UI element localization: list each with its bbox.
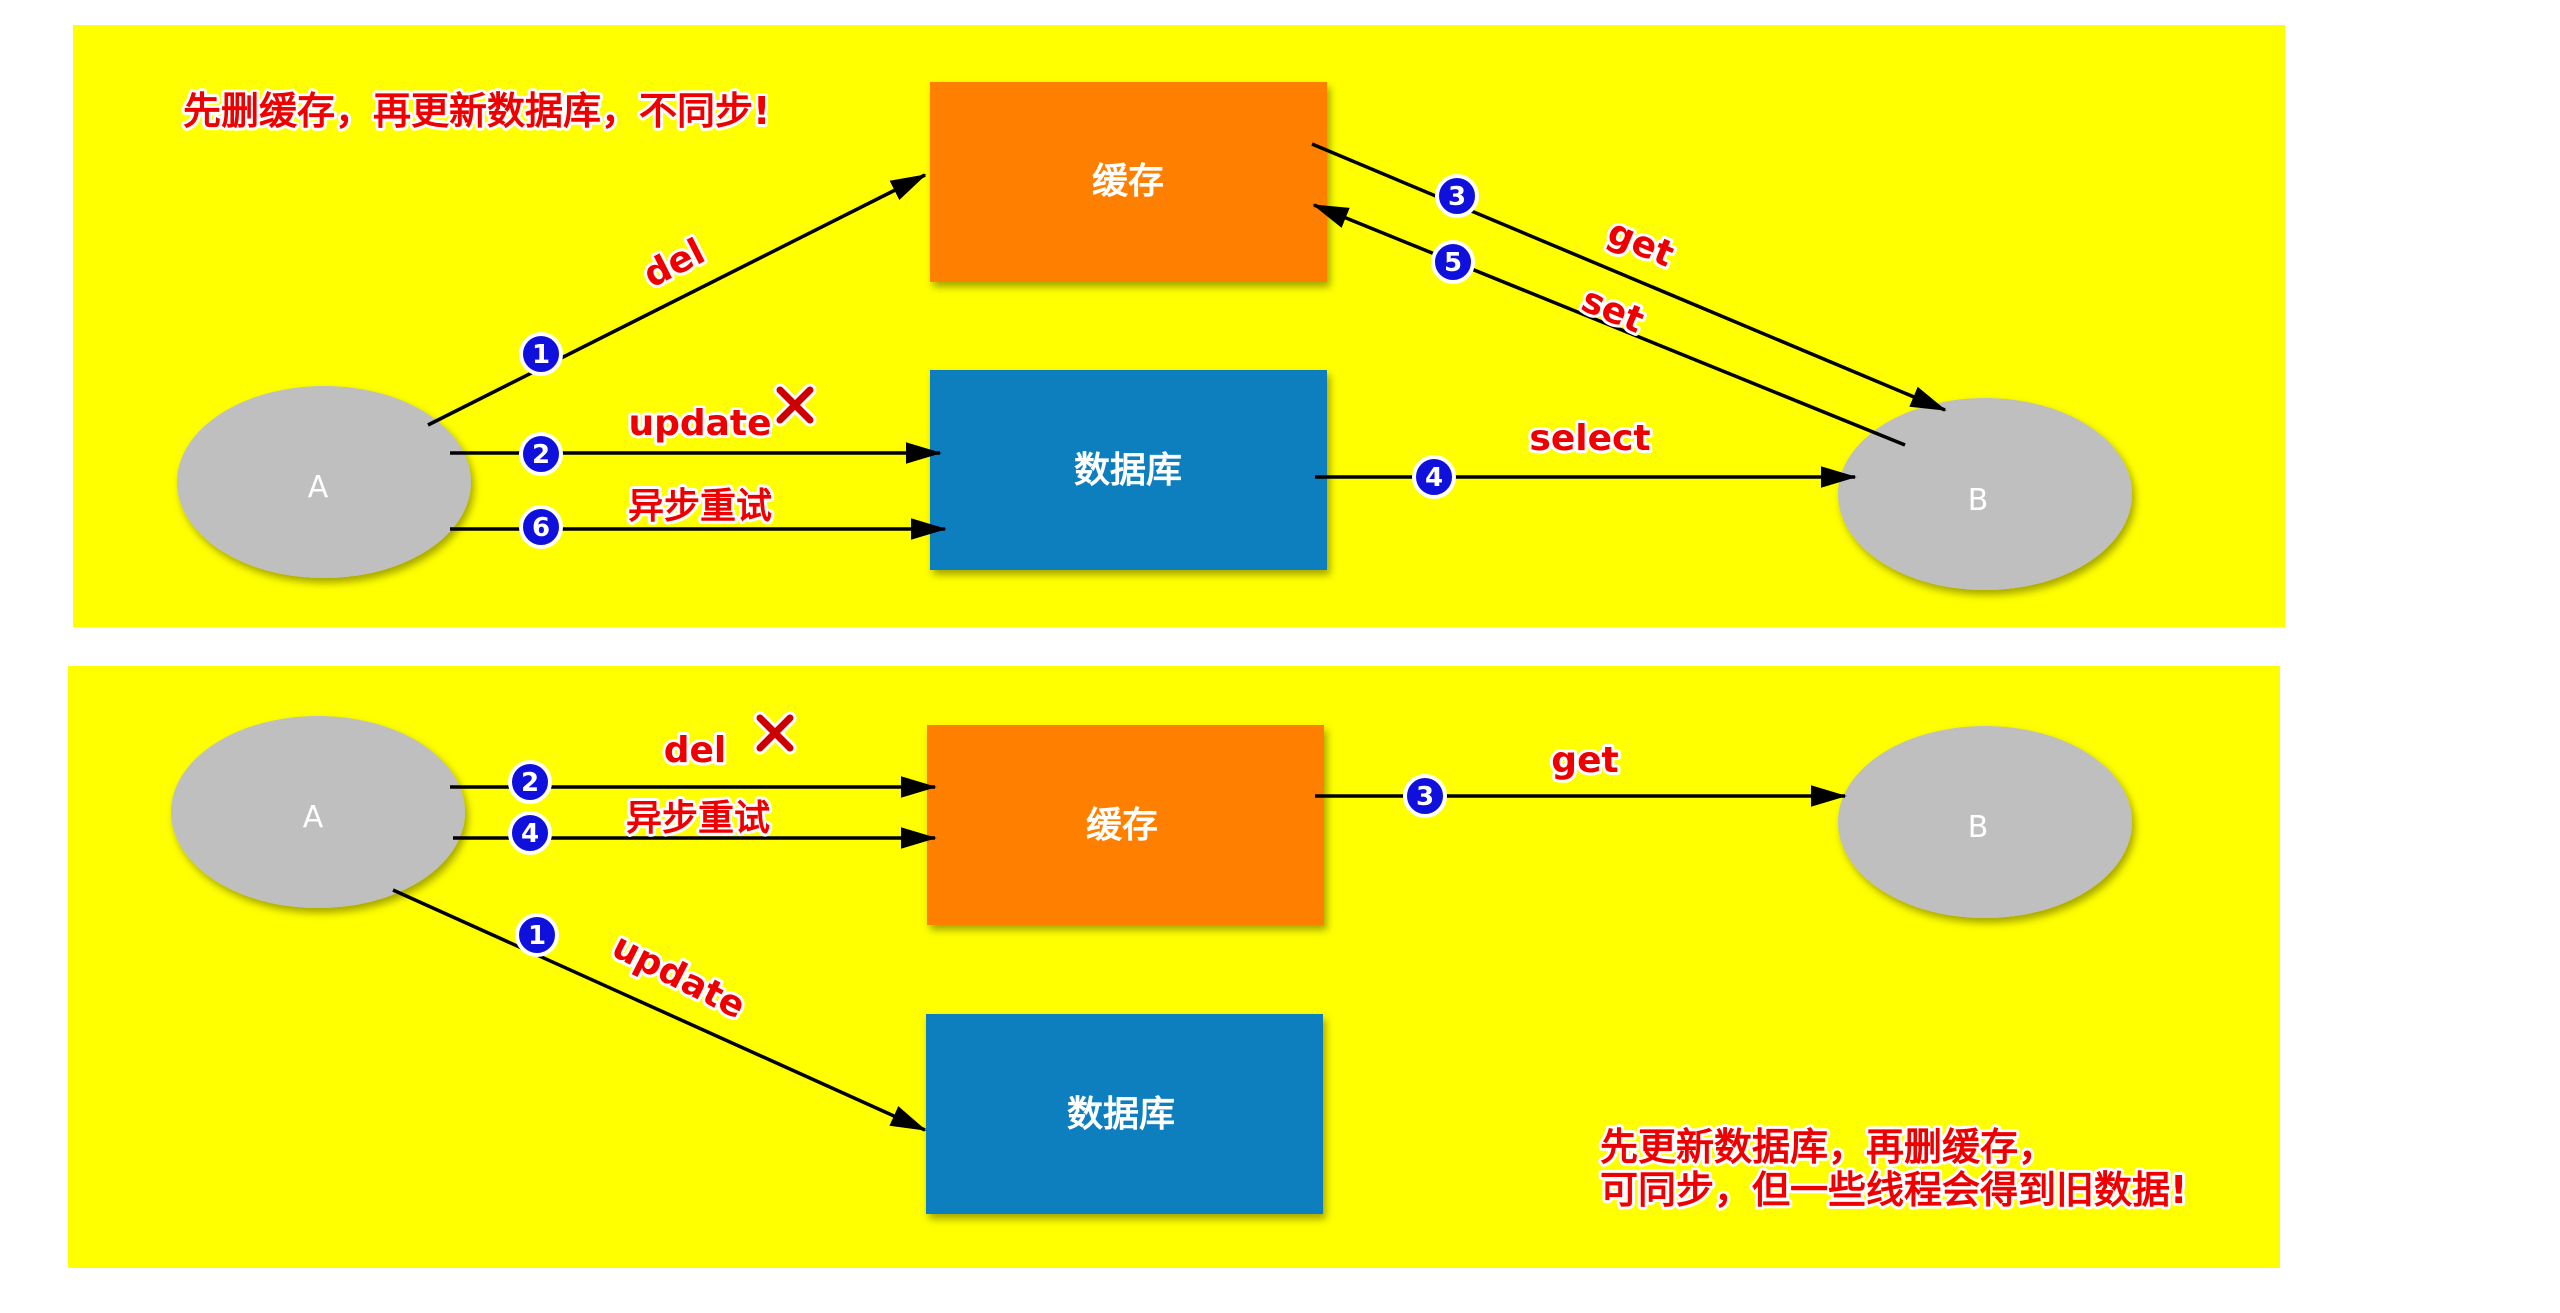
top-step-badge-4: 4 <box>1412 455 1456 499</box>
svg-text:3: 3 <box>1416 782 1434 812</box>
top-step-badge-5: 5 <box>1431 240 1475 284</box>
cross-mark-icon <box>773 383 817 427</box>
bottom-actor-a-label: A <box>303 800 324 835</box>
top-label-select: select <box>1529 418 1650 459</box>
svg-text:1: 1 <box>528 921 546 951</box>
top-label-set: set <box>1576 279 1650 341</box>
bottom-actor-b: B <box>1838 726 2132 918</box>
bottom-label-del: del <box>664 730 727 771</box>
bottom-cache-label: 缓存 <box>1086 805 1158 846</box>
bottom-step-badge-2: 2 <box>508 760 552 804</box>
bottom-cache-box: 缓存 <box>927 725 1324 925</box>
top-cache-box: 缓存 <box>930 82 1327 282</box>
bottom-label-update: update <box>606 926 752 1027</box>
svg-text:6: 6 <box>532 513 550 543</box>
svg-text:1: 1 <box>532 340 550 370</box>
bottom-step-badge-3: 3 <box>1403 774 1447 818</box>
bottom-diagram: 缓存 数据库 A B 1 2 3 <box>171 711 2190 1215</box>
top-diagram: 缓存 数据库 A B 1 2 <box>177 82 2132 590</box>
bottom-arrow-update <box>392 888 927 1132</box>
bottom-step-badge-1: 1 <box>515 913 559 957</box>
top-cache-label: 缓存 <box>1092 161 1164 202</box>
bottom-db-box: 数据库 <box>926 1014 1323 1214</box>
top-arrow-get <box>1311 142 1947 412</box>
bottom-label-retry: 异步重试 <box>626 798 770 839</box>
svg-text:4: 4 <box>521 819 539 849</box>
bottom-note-line1: 先更新数据库，再删缓存， <box>1600 1125 2056 1169</box>
svg-text:2: 2 <box>521 768 539 798</box>
svg-text:5: 5 <box>1444 248 1462 278</box>
svg-text:4: 4 <box>1425 463 1443 493</box>
bottom-label-get: get <box>1551 740 1618 781</box>
top-actor-b: B <box>1838 398 2132 590</box>
top-label-update: update <box>628 403 771 444</box>
top-arrow-set <box>1312 203 1906 447</box>
bottom-note-line2: 可同步，但一些线程会得到旧数据! <box>1600 1168 2187 1212</box>
svg-text:2: 2 <box>532 440 550 470</box>
top-step-badge-2: 2 <box>519 432 563 476</box>
top-actor-b-label: B <box>1968 483 1989 518</box>
top-label-retry: 异步重试 <box>628 486 772 527</box>
bottom-db-label: 数据库 <box>1067 1094 1175 1135</box>
top-actor-a-label: A <box>308 470 329 505</box>
top-label-get: get <box>1602 212 1680 276</box>
bottom-actor-b-label: B <box>1968 810 1989 845</box>
top-db-label: 数据库 <box>1074 450 1182 491</box>
top-db-box: 数据库 <box>930 370 1327 570</box>
top-step-badge-3: 3 <box>1435 174 1479 218</box>
top-step-badge-6: 6 <box>519 505 563 549</box>
top-step-badge-1: 1 <box>519 332 563 376</box>
top-actor-a: A <box>177 386 471 578</box>
top-note: 先删缓存，再更新数据库，不同步! <box>183 89 770 133</box>
svg-text:3: 3 <box>1448 182 1466 212</box>
bottom-step-badge-4: 4 <box>508 811 552 855</box>
top-arrow-del <box>427 173 927 427</box>
bottom-actor-a: A <box>171 716 465 908</box>
cross-mark-icon <box>753 711 797 755</box>
